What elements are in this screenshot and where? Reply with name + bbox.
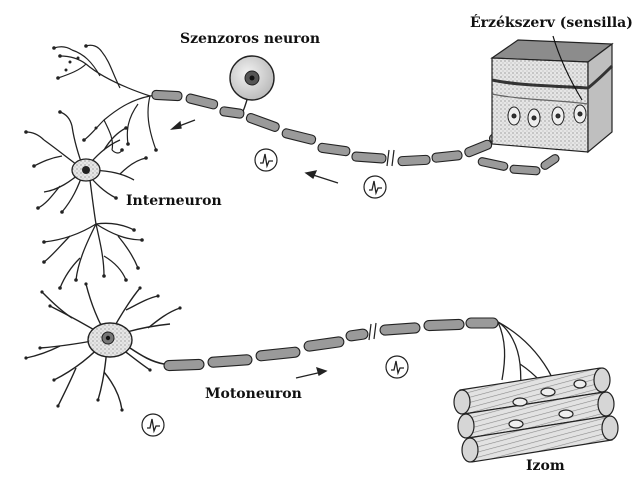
interneuron (24, 110, 148, 290)
action-potential-icon (141, 413, 165, 437)
sensory-neuron-label: Szenzoros neuron (180, 31, 321, 47)
muscle-fiber-top (453, 367, 611, 415)
interneuron-label: Interneuron (126, 193, 222, 209)
arrow-icon (170, 119, 196, 130)
interneuron-terminal-knobs (24, 110, 148, 290)
sensory-axon (149, 89, 510, 167)
sense-organ-leader-line (552, 35, 583, 101)
sensory-cell-body (229, 55, 275, 119)
muscle-fibers (453, 367, 619, 463)
sensory-axon-terminals (53, 44, 157, 154)
muscle-label: Izom (526, 458, 565, 474)
arrow-icon (304, 170, 339, 184)
axon-break-sensory (386, 149, 395, 167)
action-potential-icon (254, 148, 278, 172)
axon-break-motor (368, 322, 377, 341)
sense-organ-block (490, 35, 614, 154)
action-potential-icon (385, 355, 409, 379)
action-potential-icon (363, 175, 387, 199)
sense-organ-label: Érzékszerv (sensilla) (470, 15, 633, 31)
muscle-fiber-bottom (461, 415, 619, 463)
arrow-icon (295, 366, 328, 379)
sensory-terminal-knobs (52, 44, 158, 152)
neuromuscular-junctions (508, 379, 587, 429)
receptor-organs (507, 104, 587, 128)
motoneuron (24, 282, 567, 413)
motoneuron-dendrite-knobs (24, 282, 182, 412)
motoneuron-axon (129, 317, 499, 372)
motoneuron-label: Motoneuron (205, 386, 302, 402)
interneuron-axon (43, 179, 143, 289)
